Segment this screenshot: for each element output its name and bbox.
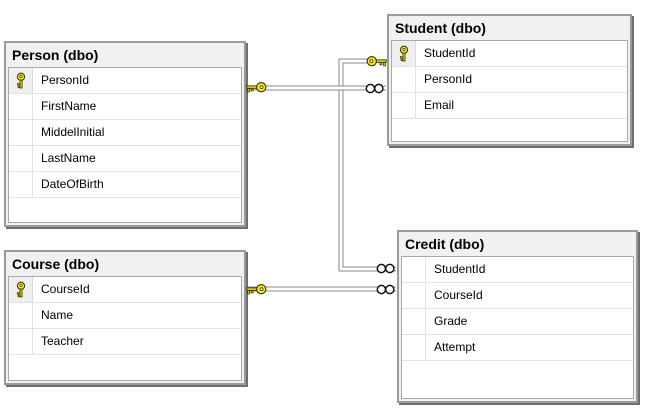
column-name: Name [41,308,74,322]
column-name: MiddelInitial [41,125,105,139]
table-row[interactable]: PersonId [9,68,241,94]
many-side-infinity-icon[interactable] [364,83,386,94]
table-row[interactable]: LastName [9,146,241,172]
many-side-infinity-icon[interactable] [375,263,397,274]
row-gutter [392,93,416,118]
column-name: Attempt [434,340,476,354]
table-row[interactable]: MiddelInitial [9,120,241,146]
column-name: Grade [434,314,468,328]
row-gutter [9,329,33,354]
row-gutter [9,146,33,171]
table-row[interactable]: Attempt [402,335,633,361]
table-row[interactable]: Teacher [9,329,241,355]
table-row[interactable]: StudentId [392,41,627,67]
column-name: PersonId [424,72,473,86]
primary-key-icon [15,281,27,298]
table-student[interactable]: Student (dbo) StudentId PersonId Email [387,14,632,146]
table-row[interactable]: Email [392,93,627,119]
table-credit[interactable]: Credit (dbo) StudentId CourseId Grade At… [397,230,638,403]
column-name: FirstName [41,99,97,113]
table-student-grid: StudentId PersonId Email [391,40,628,142]
table-row[interactable]: StudentId [402,257,633,283]
table-person-title[interactable]: Person (dbo) [12,47,99,63]
row-gutter [392,67,416,92]
row-gutter [9,277,33,302]
table-credit-grid: StudentId CourseId Grade Attempt [401,256,634,399]
table-person-grid: PersonId FirstName MiddelInitial LastNam… [8,67,242,223]
row-gutter [9,120,33,145]
column-name: CourseId [434,288,483,302]
row-gutter [9,68,33,93]
table-row[interactable]: Grade [402,309,633,335]
table-course[interactable]: Course (dbo) CourseId Name Teacher [4,250,246,385]
one-side-key-icon[interactable] [366,55,387,68]
table-row[interactable]: PersonId [392,67,627,93]
one-side-key-icon[interactable] [246,81,267,94]
primary-key-icon [15,72,27,89]
row-gutter [9,303,33,328]
row-gutter [9,94,33,119]
row-gutter [402,335,426,360]
many-side-infinity-icon[interactable] [375,284,397,295]
table-row[interactable]: CourseId [9,277,241,303]
row-gutter [402,309,426,334]
table-course-grid: CourseId Name Teacher [8,276,242,381]
column-name: LastName [41,151,96,165]
column-name: DateOfBirth [41,177,104,191]
column-name: StudentId [434,262,486,276]
row-gutter [402,257,426,282]
primary-key-icon [398,45,410,62]
one-side-key-icon[interactable] [246,283,267,296]
table-person[interactable]: Person (dbo) PersonId FirstName MiddelIn… [4,41,246,227]
table-row[interactable]: DateOfBirth [9,172,241,198]
table-row[interactable]: CourseId [402,283,633,309]
table-student-title[interactable]: Student (dbo) [395,20,486,36]
column-name: StudentId [424,46,476,60]
column-name: Email [424,98,455,112]
table-row[interactable]: Name [9,303,241,329]
row-gutter [402,283,426,308]
row-gutter [392,41,416,66]
table-course-title[interactable]: Course (dbo) [12,256,100,272]
column-name: Teacher [41,334,84,348]
column-name: CourseId [41,282,90,296]
table-credit-title[interactable]: Credit (dbo) [405,236,485,252]
column-name: PersonId [41,73,90,87]
row-gutter [9,172,33,197]
table-row[interactable]: FirstName [9,94,241,120]
